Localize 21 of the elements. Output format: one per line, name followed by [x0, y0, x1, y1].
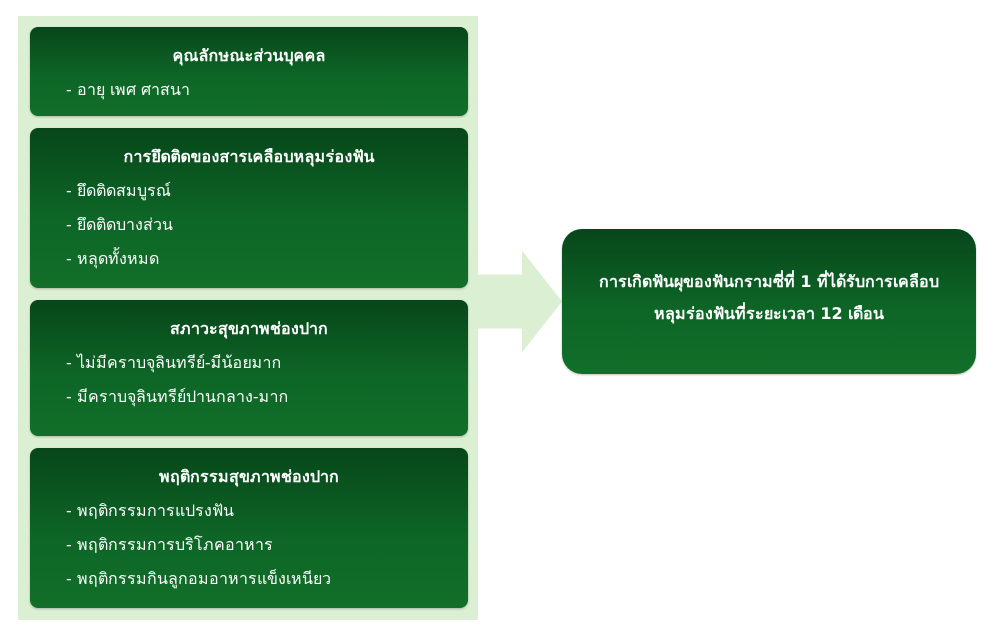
group-panel [18, 16, 478, 620]
factor-item: - พฤติกรรมกินลูกอมอาหารแข็งเหนียว [66, 568, 332, 590]
factor-item: - พฤติกรรมการแปรงฟัน [66, 500, 235, 522]
factor-box [30, 27, 468, 116]
outcome-box [562, 229, 976, 374]
factor-item: - ไม่มีคราบจุลินทรีย์-มีน้อยมาก [66, 352, 283, 374]
factor-box [30, 300, 468, 436]
factor-box [30, 448, 468, 608]
factor-item: - มีคราบจุลินทรีย์ปานกลาง-มาก [66, 386, 290, 408]
factor-item: - หลุดทั้งหมด [66, 246, 160, 270]
factor-item: - อายุ เพศ ศาสนา [66, 79, 192, 102]
factor-heading: สภาวะสุขภาพช่องปาก [169, 318, 329, 340]
factor-box [30, 128, 468, 288]
factor-item: - ยึดติดบางส่วน [66, 214, 174, 236]
factor-item: - พฤติกรรมการบริโภคอาหาร [66, 534, 274, 556]
block-arrow [477, 250, 562, 352]
factor-heading: พฤติกรรมสุขภาพช่องปาก [158, 466, 340, 488]
factor-heading: การยึดติดของสารเคลือบหลุมร่องฟัน [122, 146, 376, 168]
factor-heading: คุณลักษณะส่วนบุคคล [172, 45, 326, 68]
outcome-text: การเกิดฟันผุของฟันกรามซี่ที่ 1 ที่ได้รับการเคลือบ หลุมร่องฟันที่ระยะเวลา 12 เดือน [598, 269, 940, 326]
factor-item: - ยึดติดสมบูรณ์ [66, 180, 172, 202]
